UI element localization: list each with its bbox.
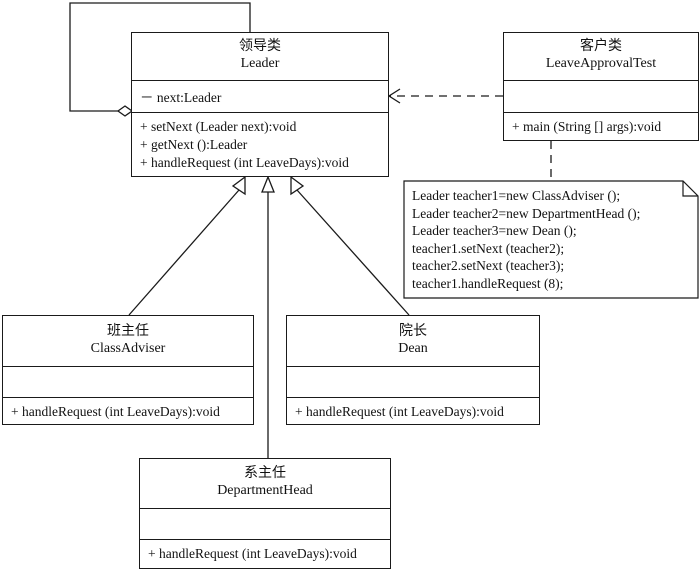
class-leader-title-cn: 领导类 <box>239 39 281 54</box>
operation-handle-request: + handleRequest (int LeaveDays):void <box>140 155 349 170</box>
class-department-head-title-en: DepartmentHead <box>217 483 313 498</box>
class-leader-operations: + setNext (Leader next):void + getNext (… <box>132 113 388 172</box>
note-line: teacher2.setNext (teacher3); <box>412 258 565 274</box>
class-leave-approval-test: 客户类 LeaveApprovalTest + main (String [] … <box>503 32 699 141</box>
operation-set-next: + setNext (Leader next):void <box>140 119 297 134</box>
class-dean-title-cn: 院长 <box>399 324 427 339</box>
note-line: Leader teacher2=new DepartmentHead (); <box>412 205 641 221</box>
class-client-title-en: LeaveApprovalTest <box>545 56 657 71</box>
inheritance-line-class-adviser <box>128 189 240 316</box>
class-dean-title-en: Dean <box>398 341 428 356</box>
operation-handle-request: + handleRequest (int LeaveDays):void <box>148 546 357 561</box>
class-department-head-attributes <box>140 509 390 540</box>
operation-handle-request: + handleRequest (int LeaveDays):void <box>11 404 220 419</box>
class-dean-operations: + handleRequest (int LeaveDays):void <box>287 398 539 421</box>
class-adviser-title-cn: 班主任 <box>107 324 149 339</box>
class-adviser-operations: + handleRequest (int LeaveDays):void <box>3 398 253 421</box>
class-client-header: 客户类 LeaveApprovalTest <box>504 33 698 81</box>
class-adviser-attributes <box>3 367 253 398</box>
note-line: teacher1.handleRequest (8); <box>412 275 564 291</box>
attribute-next: － next:Leader <box>140 90 222 105</box>
class-adviser-header: 班主任 ClassAdviser <box>3 316 253 367</box>
inheritance-arrow-dean <box>290 175 305 196</box>
class-client-title-cn: 客户类 <box>580 39 622 54</box>
note-fold <box>682 181 698 197</box>
class-leader-attributes: － next:Leader <box>132 81 388 113</box>
class-dean-attributes <box>287 367 539 398</box>
class-department-head: 系主任 DepartmentHead + handleRequest (int … <box>139 458 391 569</box>
note-line: Leader teacher3=new Dean (); <box>412 223 577 239</box>
note-shape <box>403 180 699 299</box>
operation-handle-request: + handleRequest (int LeaveDays):void <box>295 404 504 419</box>
note-line: Leader teacher1=new ClassAdviser (); <box>412 188 621 203</box>
class-department-head-title-cn: 系主任 <box>244 466 286 481</box>
class-department-head-operations: + handleRequest (int LeaveDays):void <box>140 540 390 563</box>
self-association-line <box>69 2 251 112</box>
class-leader-title-en: Leader <box>240 56 280 71</box>
operation-get-next: + getNext ():Leader <box>140 137 248 152</box>
class-dean-header: 院长 Dean <box>287 316 539 367</box>
class-leader: 领导类 Leader － next:Leader + setNext (Lead… <box>131 32 389 177</box>
class-adviser-title-en: ClassAdviser <box>90 341 166 356</box>
operation-main: + main (String [] args):void <box>512 119 662 134</box>
inheritance-arrow-class-adviser <box>231 175 246 196</box>
class-client-attributes <box>504 81 698 113</box>
inheritance-arrow-department-head <box>261 175 275 193</box>
class-client-operations: + main (String [] args):void <box>504 113 698 136</box>
class-leader-header: 领导类 Leader <box>132 33 388 81</box>
class-dean: 院长 Dean + handleRequest (int LeaveDays):… <box>286 315 540 425</box>
class-class-adviser: 班主任 ClassAdviser + handleRequest (int Le… <box>2 315 254 425</box>
note-line: teacher1.setNext (teacher2); <box>412 240 565 256</box>
aggregation-diamond <box>116 105 134 117</box>
inheritance-line-dean <box>296 189 410 316</box>
class-department-head-header: 系主任 DepartmentHead <box>140 459 390 509</box>
code-note: Leader teacher1=new ClassAdviser (); Lea… <box>404 181 698 298</box>
dependency-arrowhead <box>387 88 401 104</box>
